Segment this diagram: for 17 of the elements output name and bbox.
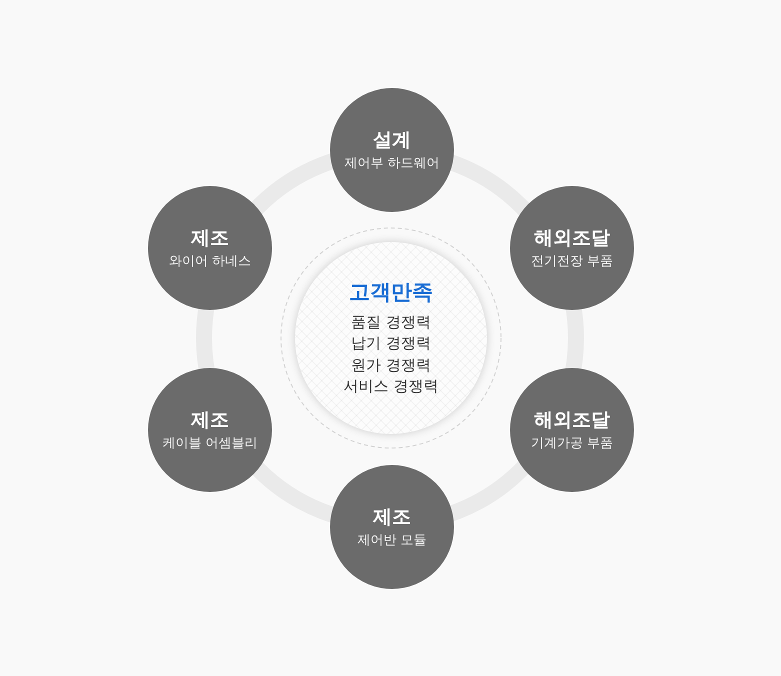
circle-title: 제조 [191, 408, 229, 432]
center-item-text: 납기 경쟁력 [351, 333, 431, 354]
center-item-text: 품질 경쟁력 [351, 312, 431, 332]
circle-subtitle: 제어부 하드웨어 [344, 154, 440, 172]
circle-title: 제조 [373, 504, 411, 528]
circle-title: 설계 [373, 128, 411, 152]
center-title: 고객만족 [349, 278, 433, 304]
center-item-text: 서비스 경쟁력 [344, 376, 438, 397]
circle-title: 제조 [191, 226, 229, 250]
circle-subtitle: 전기전장 부품 [530, 252, 614, 270]
circle-subtitle: 케이블 어셈블리 [162, 434, 258, 452]
circle-subtitle: 기계가공 부품 [530, 434, 614, 452]
circle-title: 해외조달 [534, 226, 610, 250]
center-item-text: 원가 경쟁력 [351, 354, 431, 376]
circle-subtitle: 제어반 모듈 [357, 532, 427, 550]
circle-subtitle: 와이어 하네스 [168, 252, 252, 270]
circle-title: 해외조달 [534, 408, 610, 432]
